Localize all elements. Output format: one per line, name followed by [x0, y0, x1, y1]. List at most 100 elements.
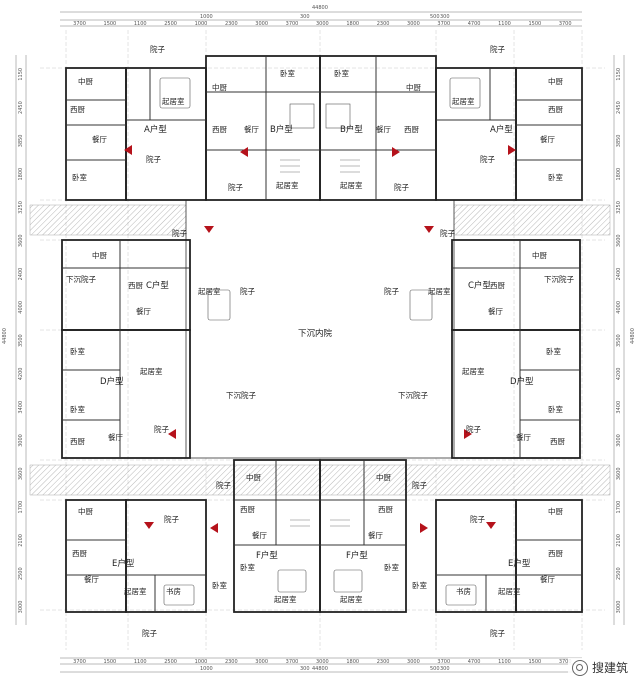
- label-kitchen: 中厨: [246, 472, 261, 482]
- dim-left-segment: 3600: [18, 234, 24, 247]
- entry-markers: [124, 145, 516, 533]
- label-courtyard: 院子: [490, 628, 505, 638]
- label-bedroom: 卧室: [280, 68, 295, 78]
- label-courtyard: 院子: [470, 514, 485, 524]
- dim-left-segment: 3250: [18, 201, 24, 214]
- label-western-kitchen: 西厨: [550, 437, 565, 446]
- label-dining: 餐厅: [252, 531, 267, 540]
- label-kitchen: 中厨: [92, 250, 107, 260]
- dim-bottom-segment: 3700: [559, 659, 572, 665]
- dim-bottom-subtotal: 1000: [200, 666, 213, 672]
- dim-left-segment: 2100: [18, 534, 24, 547]
- total-height-left: 44800: [2, 328, 8, 344]
- dim-left-segment: 3500: [18, 334, 24, 347]
- dim-right-segment: 3600: [616, 234, 622, 247]
- dim-left-segment: 2400: [18, 268, 24, 281]
- dim-left-segment: 1700: [18, 501, 24, 514]
- label-courtyard: 院子: [394, 182, 409, 192]
- dim-top-segment: 1000: [195, 21, 208, 27]
- label-bedroom: 卧室: [240, 562, 255, 572]
- label-unit-f: F户型: [346, 550, 368, 561]
- furniture-and-stairs: [159, 77, 481, 606]
- entry-marker: [486, 522, 496, 529]
- label-bedroom: 卧室: [384, 562, 399, 572]
- label-study: 书房: [456, 586, 471, 596]
- watermark: 搜建筑: [567, 658, 632, 677]
- label-dining: 餐厅: [516, 433, 531, 442]
- label-courtyard: 院子: [154, 424, 169, 434]
- dim-top-segment: 3700: [73, 21, 86, 27]
- dim-right-segment: 2500: [616, 567, 622, 580]
- dim-left-segment: 2500: [18, 567, 24, 580]
- wechat-icon: [571, 659, 588, 676]
- dim-top-segment: 2300: [377, 21, 390, 27]
- label-kitchen: 中厨: [78, 506, 93, 516]
- dim-right-segment: 2100: [616, 534, 622, 547]
- label-bedroom: 卧室: [72, 172, 87, 182]
- label-courtyard: 院子: [142, 628, 157, 638]
- dim-right-segment: 1800: [616, 168, 622, 181]
- label-western-kitchen: 西厨: [70, 105, 85, 114]
- label-courtyard: 院子: [490, 44, 505, 54]
- dim-right-segment: 3000: [616, 434, 622, 447]
- dim-top-segment: 4700: [468, 21, 481, 27]
- label-western-kitchen: 西厨: [70, 437, 85, 446]
- dim-left-segment: 4200: [18, 368, 24, 381]
- label-dining: 餐厅: [540, 575, 555, 584]
- label-unit-d: D户型: [100, 376, 124, 387]
- dim-right-segment: 3600: [616, 467, 622, 480]
- entry-marker: [240, 147, 248, 157]
- label-unit-a: A户型: [144, 124, 167, 135]
- label-bedroom: 卧室: [334, 68, 349, 78]
- dim-right-segment: 3000: [616, 601, 622, 614]
- dim-bottom-segment: 3000: [255, 659, 268, 665]
- label-sunken-yard: 下沉院子: [398, 390, 428, 400]
- dim-right-segment: 1700: [616, 501, 622, 514]
- dim-left-segment: 4000: [18, 301, 24, 314]
- dim-bottom-segment: 3700: [286, 659, 299, 665]
- label-living: 起居室: [452, 96, 475, 106]
- label-courtyard: 院子: [240, 286, 255, 296]
- label-unit-c: C户型: [146, 280, 169, 291]
- label-kitchen: 中厨: [376, 472, 391, 482]
- central-courtyard: [185, 199, 455, 459]
- dim-bottom-segment: 1500: [104, 659, 117, 665]
- dim-right-segment: 2400: [616, 268, 622, 281]
- dim-right-segment: 4200: [616, 368, 622, 381]
- entry-marker: [508, 145, 516, 155]
- dim-top-segment: 1100: [498, 21, 511, 27]
- label-living: 起居室: [340, 180, 363, 190]
- label-living: 起居室: [274, 594, 297, 604]
- label-living: 起居室: [428, 286, 451, 296]
- label-living: 起居室: [340, 594, 363, 604]
- entry-marker: [420, 523, 428, 533]
- label-living: 起居室: [140, 366, 163, 376]
- label-kitchen: 中厨: [78, 76, 93, 86]
- dimension-labels: 3700370015001500110011002500250010001000…: [18, 14, 622, 672]
- label-unit-b: B户型: [340, 124, 363, 135]
- dim-right-segment: 3400: [616, 401, 622, 414]
- label-courtyard: 院子: [480, 154, 495, 164]
- entry-marker: [204, 226, 214, 233]
- label-western-kitchen: 西厨: [212, 125, 227, 134]
- label-dining: 餐厅: [244, 125, 259, 134]
- label-living: 起居室: [198, 286, 221, 296]
- dim-bottom-segment: 3000: [407, 659, 420, 665]
- dim-left-segment: 3400: [18, 401, 24, 414]
- dim-right-segment: 2450: [616, 101, 622, 114]
- label-unit-e: E户型: [508, 558, 531, 569]
- dim-top-segment: 1500: [528, 21, 541, 27]
- label-unit-b: B户型: [270, 124, 293, 135]
- label-living: 起居室: [162, 96, 185, 106]
- dim-top-segment: 1500: [104, 21, 117, 27]
- dim-right-segment: 1150: [616, 68, 622, 81]
- label-courtyard: 院子: [440, 228, 455, 238]
- label-western-kitchen: 西厨: [378, 505, 393, 514]
- dim-left-segment: 3000: [18, 601, 24, 614]
- entry-marker: [392, 147, 400, 157]
- label-western-kitchen: 西厨: [240, 505, 255, 514]
- dim-top-segment: 3700: [559, 21, 572, 27]
- label-bedroom: 卧室: [412, 580, 427, 590]
- label-bedroom: 卧室: [548, 172, 563, 182]
